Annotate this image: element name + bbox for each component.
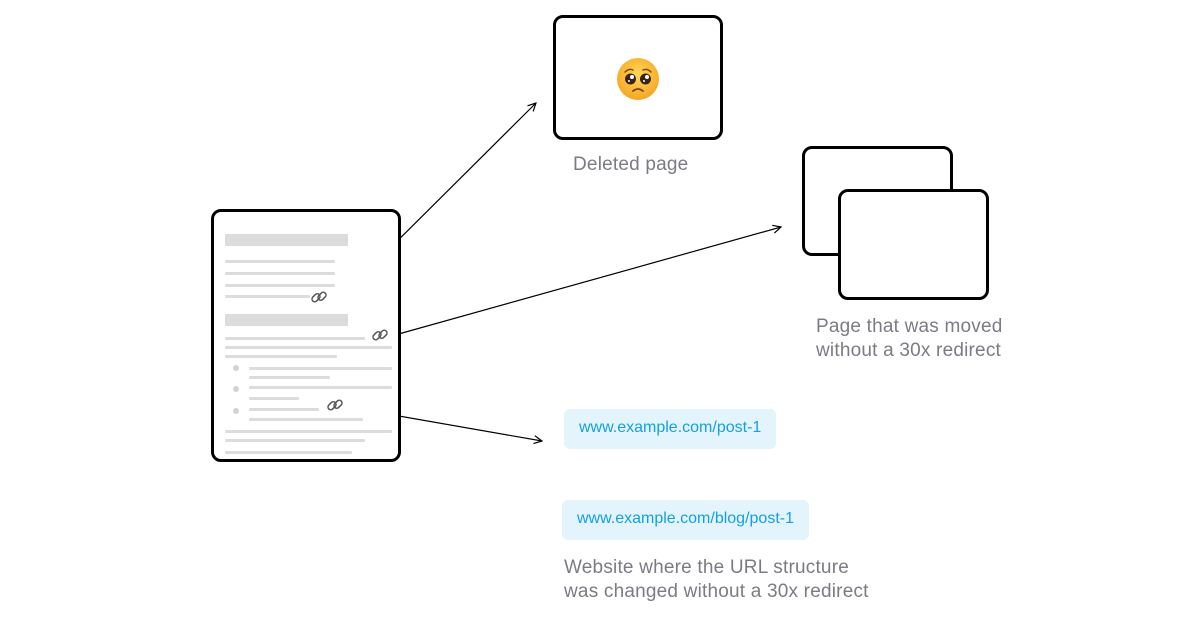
source-document <box>211 209 401 462</box>
text-placeholder <box>249 408 319 411</box>
bullet-dot <box>233 408 239 414</box>
link-icon[interactable] <box>310 288 328 306</box>
moved-page-front-card <box>838 189 989 300</box>
text-placeholder <box>225 346 392 349</box>
pleading-face-icon <box>617 58 659 100</box>
text-placeholder <box>225 430 392 433</box>
link-icon[interactable] <box>371 326 389 344</box>
text-placeholder <box>249 367 392 370</box>
link-icon[interactable] <box>326 396 344 414</box>
text-placeholder <box>225 272 335 275</box>
text-placeholder <box>225 260 335 263</box>
new-url-chip[interactable]: www.example.com/blog/post-1 <box>562 500 809 540</box>
old-url-chip[interactable]: www.example.com/post-1 <box>564 409 777 449</box>
text-placeholder <box>225 439 365 442</box>
text-placeholder <box>249 376 330 379</box>
url-change-caption: Website where the URL structure was chan… <box>564 557 869 602</box>
heading-placeholder <box>225 314 348 326</box>
text-placeholder <box>225 451 352 454</box>
text-placeholder <box>249 386 392 389</box>
deleted-page-caption: Deleted page <box>573 154 689 175</box>
text-placeholder <box>249 418 363 421</box>
text-placeholder <box>225 295 310 298</box>
bullet-dot <box>233 386 239 392</box>
arrow-to-moved-page <box>394 227 781 336</box>
text-placeholder <box>249 397 299 400</box>
moved-page-caption: Page that was moved without a 30x redire… <box>816 316 1003 361</box>
heading-placeholder <box>225 234 348 246</box>
bullet-dot <box>233 365 239 371</box>
text-placeholder <box>225 337 365 340</box>
text-placeholder <box>225 284 335 287</box>
text-placeholder <box>225 355 337 358</box>
